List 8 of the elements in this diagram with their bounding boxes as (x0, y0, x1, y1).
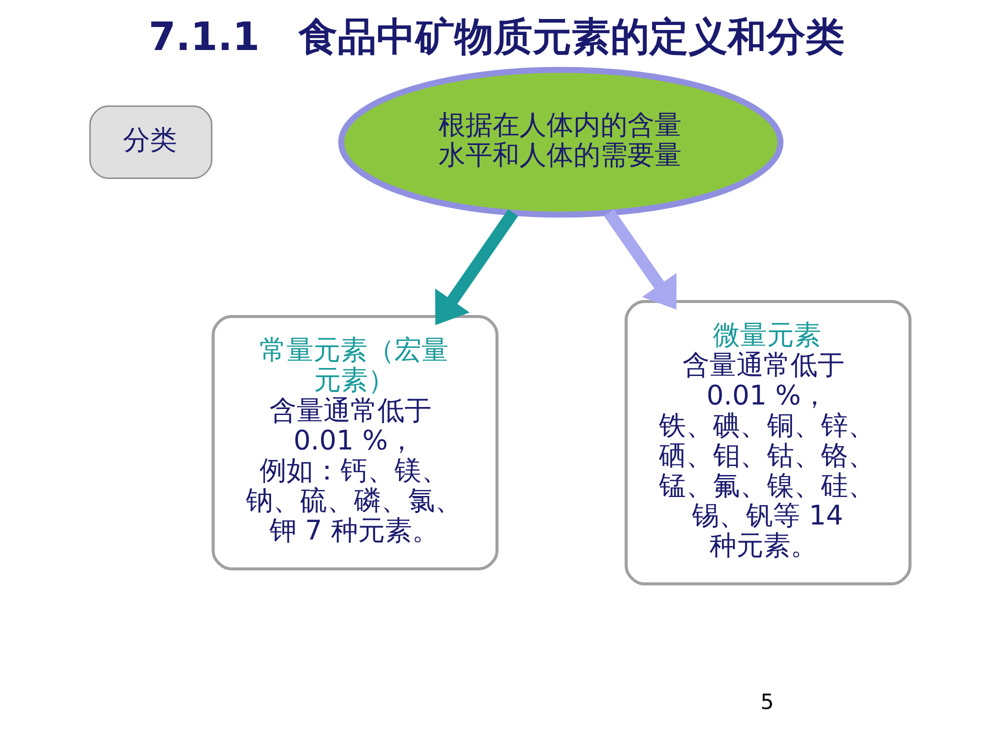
node-box: 常量元素（宏量元素） 含量通常低于 0.01 %，例如：钙、镁、钠、硫、磷、氯、钾 7 种元素。 (212, 315, 498, 570)
node-box: 分类 (89, 105, 212, 180)
diagram-title: 7.1.1 食品中矿物质元素的定义和分类 (148, 15, 845, 60)
node-ellipse: 根据在人体内的含量水平和人体的需要量 (338, 66, 784, 218)
arrow (435, 209, 518, 326)
arrow (604, 209, 676, 310)
label: 5 (760, 688, 774, 714)
node-box: 微量元素 含量通常低于 0.01 %，铁、碘、铜、锌、硒、钼、钴、铬、锰、氟、镍、硅、锡、钒等 14 种元素。 (624, 300, 912, 586)
